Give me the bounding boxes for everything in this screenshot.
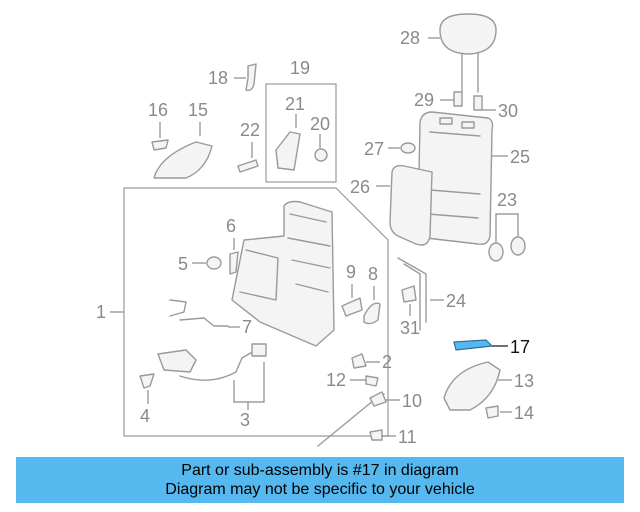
- washer-part[interactable]: [400, 142, 416, 154]
- release-cable-part[interactable]: [169, 299, 229, 327]
- callout-14[interactable]: 14: [514, 403, 534, 423]
- bolt-part[interactable]: [237, 159, 259, 173]
- callout-17[interactable]: 17: [510, 337, 530, 357]
- screw-part[interactable]: [369, 429, 383, 441]
- callout-16[interactable]: 16: [148, 100, 168, 120]
- callout-3[interactable]: 3: [240, 410, 250, 430]
- cover-part[interactable]: [363, 302, 381, 325]
- callout-25[interactable]: 25: [510, 147, 530, 167]
- nut-part[interactable]: [351, 353, 367, 369]
- lever-part[interactable]: [229, 251, 239, 275]
- callout-15[interactable]: 15: [188, 100, 208, 120]
- seat-back-part[interactable]: [417, 111, 494, 246]
- callout-20[interactable]: 20: [310, 114, 330, 134]
- callout-19[interactable]: 19: [290, 58, 310, 78]
- knob-part[interactable]: [206, 256, 222, 270]
- callout-30[interactable]: 30: [498, 101, 518, 121]
- callout-7[interactable]: 7: [242, 317, 252, 337]
- rail-part[interactable]: [397, 257, 427, 323]
- callout-26[interactable]: 26: [350, 177, 370, 197]
- bushing-part[interactable]: [314, 148, 328, 162]
- screw-part[interactable]: [151, 139, 169, 151]
- banner-line-2: Diagram may not be specific to your vehi…: [165, 481, 475, 498]
- banner-line-1: Part or sub-assembly is #17 in diagram: [181, 462, 459, 479]
- latch-part[interactable]: [157, 343, 267, 381]
- callout-4[interactable]: 4: [140, 406, 150, 426]
- callout-31[interactable]: 31: [400, 318, 420, 338]
- hinge-part[interactable]: [275, 131, 301, 171]
- callout-10[interactable]: 10: [402, 391, 422, 411]
- callout-12[interactable]: 12: [326, 370, 346, 390]
- hook-part[interactable]: [341, 297, 363, 317]
- screw-part[interactable]: [485, 405, 499, 419]
- callout-27[interactable]: 27: [364, 139, 384, 159]
- trim-cover-part[interactable]: [443, 361, 501, 411]
- callout-8[interactable]: 8: [368, 264, 378, 284]
- seat-frame-part[interactable]: [231, 200, 335, 347]
- callout-21[interactable]: 21: [285, 94, 305, 114]
- callout-6[interactable]: 6: [226, 216, 236, 236]
- callout-11[interactable]: 11: [398, 427, 417, 447]
- callout-28[interactable]: 28: [400, 28, 420, 48]
- sub-assembly-box-1: [123, 187, 389, 437]
- callout-13[interactable]: 13: [514, 371, 534, 391]
- callout-23[interactable]: 23: [497, 190, 517, 210]
- callout-9[interactable]: 9: [346, 262, 356, 282]
- headrest-part[interactable]: [439, 13, 497, 93]
- seat-back-cover-part[interactable]: [389, 164, 433, 246]
- headrest-guide-part[interactable]: [453, 91, 483, 111]
- sub-assembly-box-19: [265, 83, 337, 183]
- callout-1[interactable]: 1: [96, 302, 106, 322]
- clip-part[interactable]: [401, 285, 417, 303]
- rod-end-part[interactable]: [369, 391, 387, 407]
- highlighted-part-17[interactable]: [453, 339, 494, 351]
- callout-29[interactable]: 29: [414, 90, 434, 110]
- callout-24[interactable]: 24: [446, 291, 466, 311]
- callout-2[interactable]: 2: [382, 352, 392, 372]
- bracket-part[interactable]: [245, 63, 257, 92]
- callout-18[interactable]: 18: [208, 68, 228, 88]
- trim-cover-part[interactable]: [153, 141, 213, 179]
- clip-part[interactable]: [139, 373, 155, 389]
- button-part[interactable]: [488, 236, 526, 262]
- bolt-part[interactable]: [365, 375, 379, 387]
- info-banner: Part or sub-assembly is #17 in diagram D…: [16, 457, 624, 503]
- callout-22[interactable]: 22: [240, 120, 260, 140]
- callout-5[interactable]: 5: [178, 254, 188, 274]
